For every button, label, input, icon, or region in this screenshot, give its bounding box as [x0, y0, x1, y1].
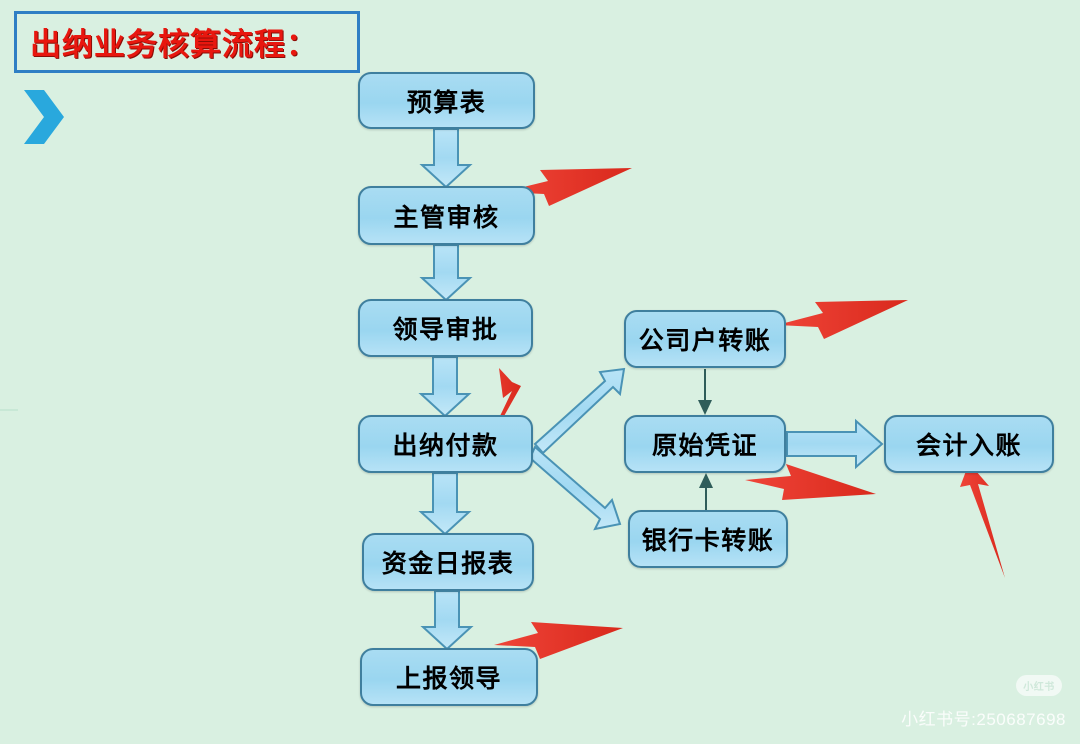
highlight-arrows [478, 168, 1005, 659]
node-label: 出纳付款 [392, 432, 499, 460]
node-label: 会计入账 [915, 432, 1022, 460]
node-label: 原始凭证 [651, 432, 758, 460]
connector-bankcardtx-voucher-head [699, 473, 713, 488]
page-title: 出纳业务核算流程： [30, 27, 318, 62]
node-cashier-payment[interactable]: 出纳付款 [358, 415, 533, 473]
scan-hairline-left [0, 409, 18, 411]
connector-cashier-dailyreport [418, 472, 472, 536]
node-label: 公司户转账 [638, 327, 772, 355]
node-company-account-transfer[interactable]: 公司户转账 [624, 310, 786, 368]
node-report-to-leader[interactable]: 上报领导 [360, 648, 538, 706]
node-label: 预算表 [406, 88, 487, 117]
chevron-right-icon [24, 90, 64, 144]
node-leader-approval[interactable]: 领导审批 [358, 299, 533, 357]
node-bankcard-transfer[interactable]: 银行卡转账 [628, 510, 788, 568]
node-label: 银行卡转账 [641, 527, 775, 555]
node-original-voucher[interactable]: 原始凭证 [624, 415, 786, 473]
connector-companytx-voucher-head [698, 400, 712, 415]
node-label: 资金日报表 [381, 550, 515, 578]
title-frame [14, 11, 360, 73]
node-budget[interactable]: 预算表 [358, 72, 535, 129]
connector-voucher-accounting [786, 418, 884, 470]
node-label: 上报领导 [395, 665, 502, 693]
node-accounting-entry[interactable]: 会计入账 [884, 415, 1054, 473]
node-label: 领导审批 [392, 316, 499, 344]
highlight-arrow-company [777, 300, 908, 339]
connector-budget-supervisor [419, 128, 473, 189]
node-daily-fund-report[interactable]: 资金日报表 [362, 533, 534, 591]
connector-leader-cashier [418, 356, 472, 418]
watermark-badge: 小红书 [1016, 675, 1062, 696]
connector-cashier-companytx [533, 367, 626, 455]
connector-dailyreport-reportleader [420, 590, 474, 651]
watermark-account-id: 小红书号:250687698 [901, 710, 1066, 729]
node-supervisor-review[interactable]: 主管审核 [358, 186, 535, 245]
highlight-arrow-accounting [960, 463, 1005, 578]
connector-supervisor-leader [419, 244, 473, 302]
connector-cashier-bankcardtx [528, 445, 622, 531]
node-label: 主管审核 [393, 203, 500, 232]
